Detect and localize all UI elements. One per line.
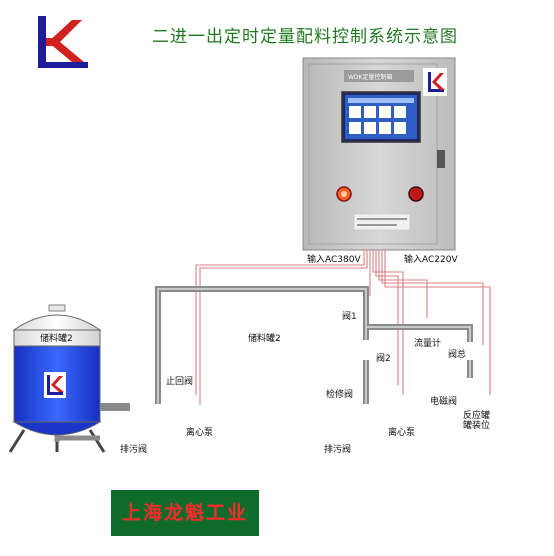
input-ac380-label: 输入AC380V [307, 255, 361, 265]
check-valve-label: 止回阀 [166, 377, 194, 387]
company-name-banner: 上海龙魁工业 [111, 490, 259, 536]
pipes-inner [157, 288, 471, 404]
company-logo-top [38, 16, 88, 68]
nameplate [344, 70, 414, 82]
hmi-screen [341, 91, 421, 143]
drain-valve-1-label: 排污阀 [120, 445, 148, 455]
storage-tank-1 [8, 304, 130, 453]
reactor-label: 反应罐 [463, 411, 491, 421]
reactor-sub-label: 罐装位 [463, 421, 491, 431]
tank-2-label: 储料罐2 [248, 334, 281, 344]
pump-1-label: 离心泵 [186, 428, 214, 438]
diagram-title: 二进一出定时定量配料控制系统示意图 [152, 27, 458, 47]
inspection-valve-label: 检修阀 [326, 390, 354, 400]
flowmeter-label: 流量计 [414, 339, 442, 349]
main-valve-label: 阀总 [448, 350, 467, 360]
cabinet-logo [423, 68, 447, 96]
tank-1-label: 储料罐2 [40, 334, 73, 344]
drain-valve-2-label: 排污阀 [324, 445, 352, 455]
solenoid-valve-label: 电磁阀 [430, 397, 458, 407]
pump-2-label: 离心泵 [388, 428, 416, 438]
cabinet-nameplate: WDK定量控制箱 [348, 74, 393, 81]
input-ac220-label: 输入AC220V [404, 255, 458, 265]
valve-2-label: 阀2 [376, 354, 391, 364]
control-button [408, 186, 424, 202]
control-cabinet [302, 57, 456, 251]
valve-1-label: 阀1 [342, 312, 357, 322]
